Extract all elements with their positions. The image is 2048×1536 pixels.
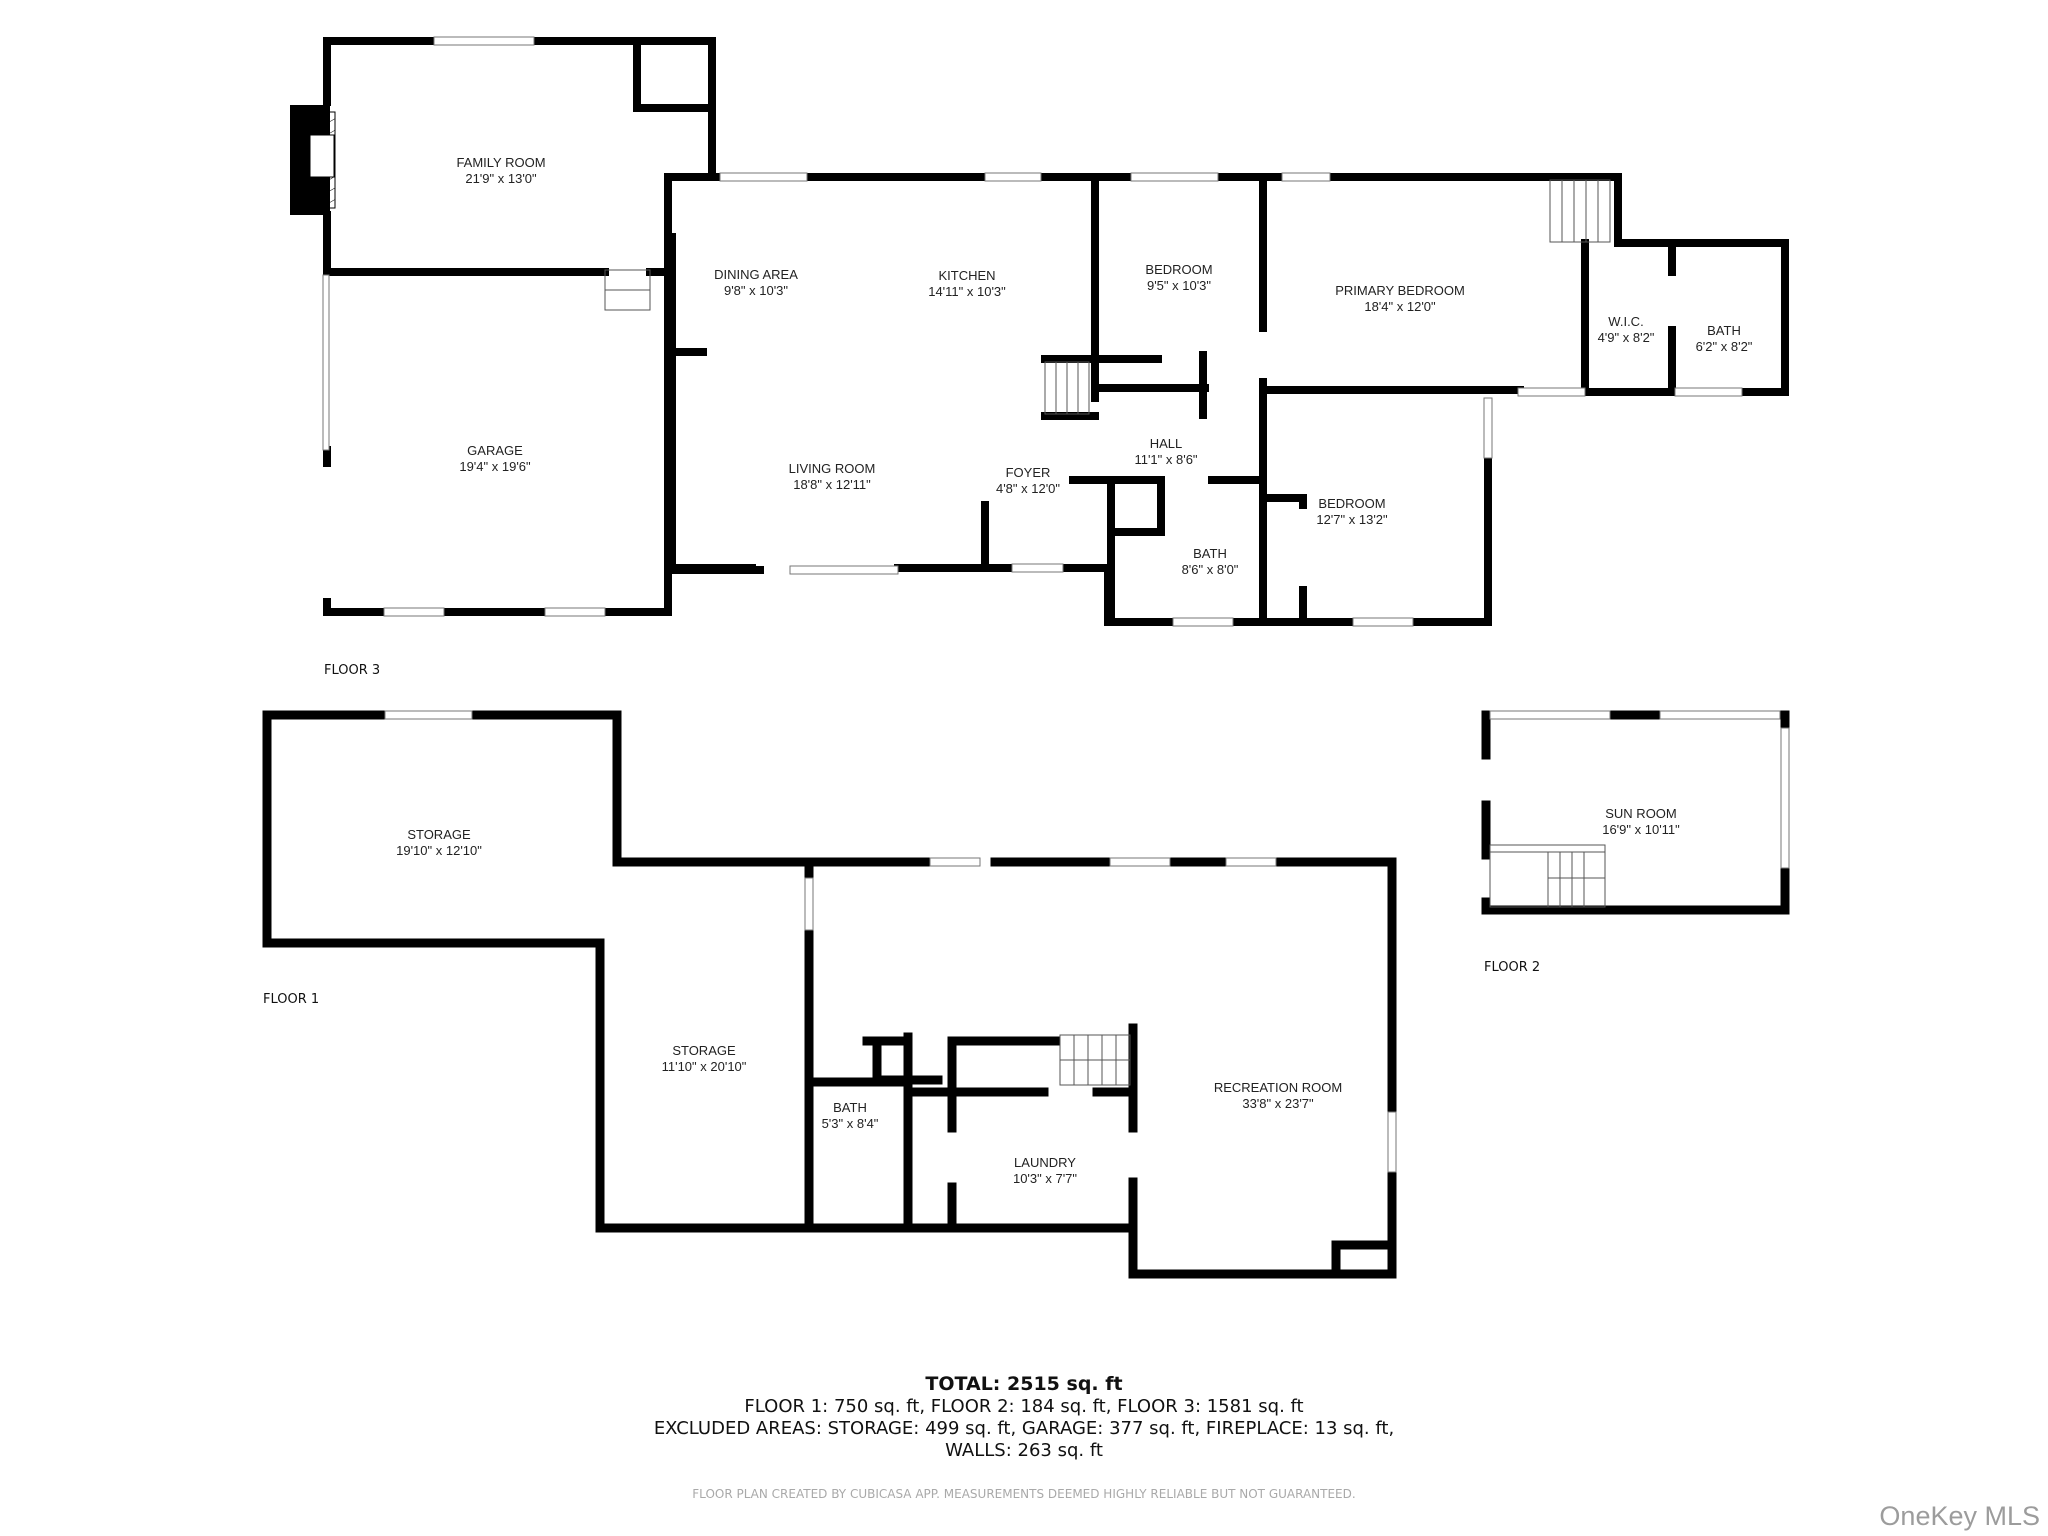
watermark-logo: OneKey MLS — [1879, 1501, 2040, 1531]
floor-3-label: FLOOR 3 — [324, 663, 381, 678]
floor-3-stairs — [604, 179, 1611, 415]
floor-2-stairs — [1489, 844, 1606, 908]
total-area: TOTAL: 2515 sq. ft — [925, 1373, 1123, 1395]
floor-1-walls — [262, 710, 1397, 1279]
area-summary: TOTAL: 2515 sq. ft FLOOR 1: 750 sq. ft, … — [0, 1373, 2048, 1462]
fireplace — [290, 105, 336, 215]
floor-1-label: FLOOR 1 — [263, 992, 320, 1007]
floor-3-windows — [322, 36, 1743, 627]
floor-3-walls — [323, 37, 1789, 626]
floor-areas: FLOOR 1: 750 sq. ft, FLOOR 2: 184 sq. ft… — [744, 1396, 1304, 1417]
floor-1-windows — [384, 710, 1397, 1173]
excluded-areas: EXCLUDED AREAS: STORAGE: 499 sq. ft, GAR… — [653, 1418, 1395, 1439]
disclaimer: FLOOR PLAN CREATED BY CUBICASA APP. MEAS… — [692, 1487, 1356, 1501]
room-label-wic: W.I.C.4'9" x 8'2" — [1597, 314, 1655, 345]
floor-2-walls — [1481, 710, 1790, 915]
floor-1-stairs — [1059, 1034, 1131, 1086]
floor-2-windows — [1489, 710, 1790, 869]
walls-area: WALLS: 263 sq. ft — [945, 1440, 1103, 1461]
floor-2-label: FLOOR 2 — [1484, 960, 1541, 975]
